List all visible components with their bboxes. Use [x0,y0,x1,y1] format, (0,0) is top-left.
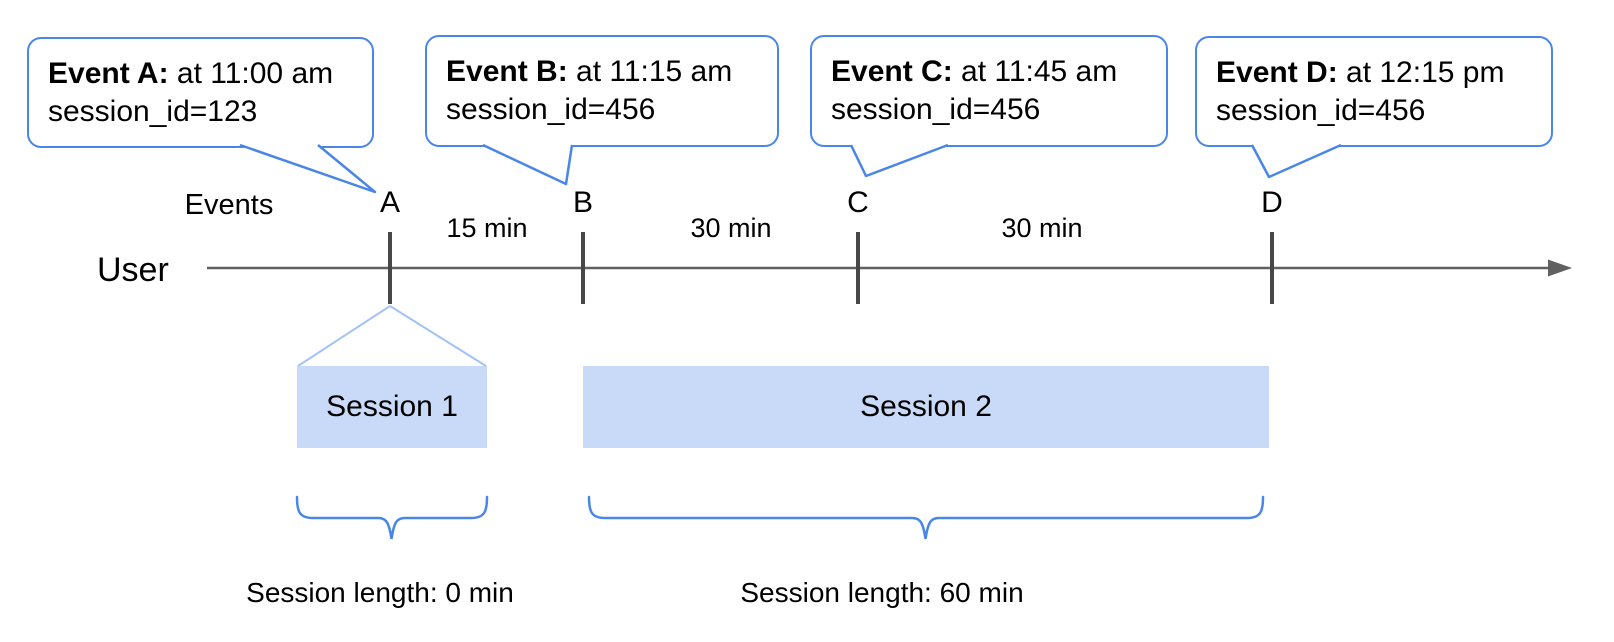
session-1-length-label: Session length: 0 min [246,577,514,608]
callout-a-title: Event A: [48,57,169,90]
callout-a-session-id: session_id=123 [48,95,258,128]
session-2-label: Session 2 [860,390,992,423]
callout-c-pointer-icon [849,143,949,178]
user-row-label: User [97,251,169,289]
callout-d-title: Event D: [1216,56,1338,89]
timeline-arrowhead-icon [1548,259,1572,277]
event-letter-a: A [379,186,400,219]
callout-b-line1: Event B: at 11:15 am [446,53,759,91]
event-letter-c: C [847,186,869,219]
callout-a-pointer-icon [239,143,377,194]
callout-b-session-id: session_id=456 [446,93,656,126]
callout-event-a: Event A: at 11:00 am session_id=123 [27,37,374,148]
callout-b-title: Event B: [446,55,568,88]
session-1-bar: Session 1 [297,366,487,448]
callout-d-pointer-icon [1250,143,1342,179]
session-1-label: Session 1 [326,390,458,423]
session-1-brace-icon [295,495,489,540]
callout-b-time: at 11:15 am [567,55,733,88]
callout-c-time: at 11:45 am [952,55,1118,88]
interval-b-c-label: 30 min [690,213,772,243]
events-row-label: Events [184,189,274,221]
event-letter-d: D [1261,186,1283,219]
interval-a-b-label: 15 min [446,213,528,243]
session-2-brace-icon [587,495,1265,540]
callout-event-c: Event C: at 11:45 am session_id=456 [810,35,1168,147]
callout-c-session-id: session_id=456 [831,93,1041,126]
callout-d-line1: Event D: at 12:15 pm [1216,54,1533,92]
callout-b-pointer-icon [482,143,574,186]
session-2-length-label: Session length: 60 min [740,577,1024,608]
session-1-funnel-right [389,305,487,367]
session-2-bar: Session 2 [583,366,1269,448]
interval-c-d-label: 30 min [1001,213,1083,243]
event-letter-b: B [572,186,593,219]
callout-d-session-id: session_id=456 [1216,94,1426,127]
session-1-funnel-left [297,305,391,367]
callout-a-line1: Event A: at 11:00 am [48,55,354,93]
callout-d-time: at 12:15 pm [1337,56,1505,89]
callout-event-d: Event D: at 12:15 pm session_id=456 [1195,36,1553,147]
callout-c-title: Event C: [831,55,953,88]
callout-c-line1: Event C: at 11:45 am [831,53,1148,91]
callout-event-b: Event B: at 11:15 am session_id=456 [425,35,779,147]
callout-a-time: at 11:00 am [168,57,334,90]
